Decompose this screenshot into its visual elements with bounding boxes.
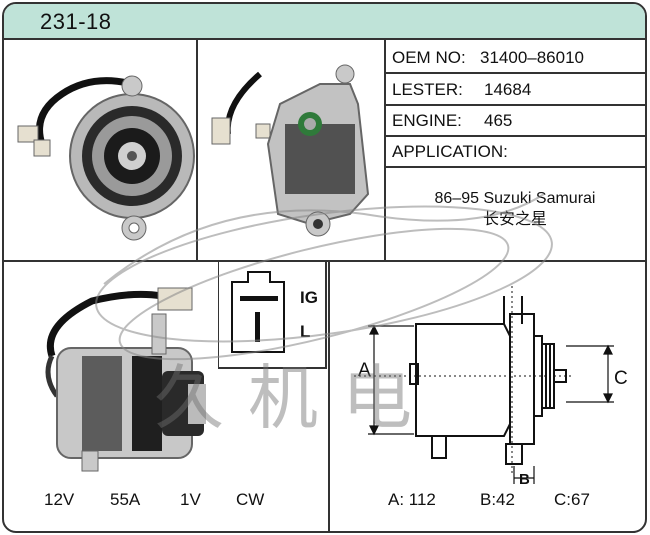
terminal-l-label: L <box>300 322 311 341</box>
lester-value: 14684 <box>484 80 532 99</box>
spec-divider <box>384 72 645 74</box>
dimension-c-label: C <box>614 368 628 389</box>
oem-row: OEM NO: 31400–86010 <box>392 48 584 68</box>
spec-divider <box>384 166 645 168</box>
rating-amperage: 55A <box>110 490 141 509</box>
dimension-b-value: B:42 <box>480 490 515 509</box>
grid-divider <box>384 40 386 260</box>
lester-label: LESTER: <box>392 80 463 99</box>
lester-row: LESTER: 14684 <box>392 80 531 100</box>
terminal-ig-label: IG <box>300 288 318 307</box>
oem-label: OEM NO: <box>392 48 466 67</box>
spec-divider <box>384 135 645 137</box>
dimension-a-value: A: 112 <box>388 490 436 509</box>
rating-voltage: 12V <box>44 490 75 509</box>
application-brand: 长安之星 <box>482 211 547 228</box>
engine-value: 465 <box>484 111 513 130</box>
application-vehicle: 86–95 Suzuki Samurai <box>434 190 596 207</box>
dimension-c-value: C:67 <box>554 490 590 509</box>
part-number: 231-18 <box>40 9 112 34</box>
grid-divider <box>328 260 330 531</box>
application-label: APPLICATION: <box>392 142 508 161</box>
engine-row: ENGINE: 465 <box>392 111 512 131</box>
l-terminal-pin <box>255 312 260 342</box>
application-row: APPLICATION: <box>392 142 508 162</box>
alternator-back-photo <box>211 64 370 237</box>
rating-rotation: CW <box>236 490 265 509</box>
alternator-front-photo <box>17 75 195 241</box>
watermark-text: 久机电 <box>154 357 436 439</box>
dimension-b-label: B <box>519 471 530 488</box>
rating-pulley: 1V <box>180 490 201 509</box>
ig-terminal-pin <box>240 296 278 301</box>
dimension-a-label: A <box>358 360 371 381</box>
engine-label: ENGINE: <box>392 111 462 130</box>
card-header: 231-18 <box>4 4 645 40</box>
oem-value: 31400–86010 <box>480 48 585 67</box>
application-text: 86–95 Suzuki Samurai 长安之星 <box>390 188 640 230</box>
grid-divider <box>196 40 198 260</box>
spec-divider <box>384 104 645 106</box>
